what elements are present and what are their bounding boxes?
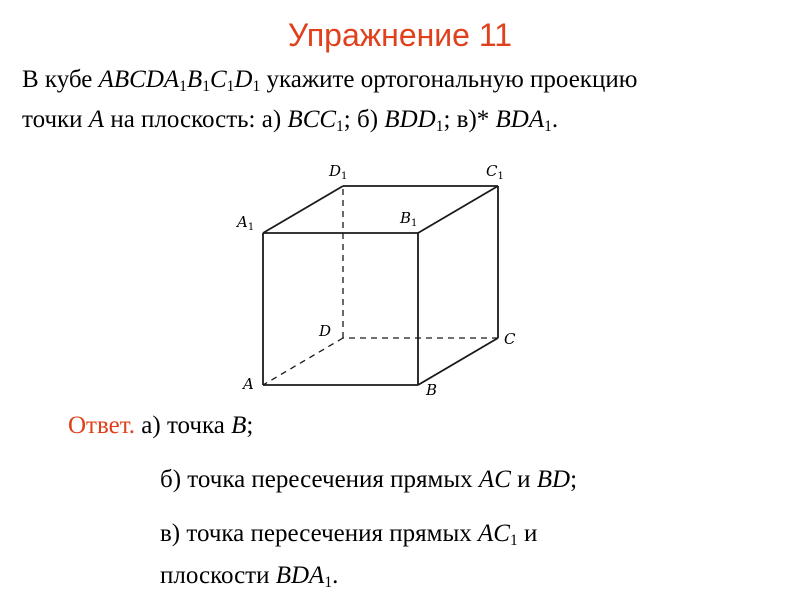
answer-c-continued: плоскости BDA1. [160,562,339,591]
vertex-label-b: B [425,381,437,399]
point-a: A [88,106,105,133]
problem-line-1: В кубе ABCDA1B1C1D1 укажите ортогональну… [22,64,637,96]
answer-a: Ответ. а) точка B; [68,412,254,439]
answer-c: в) точка пересечения прямых AC1 и [160,520,538,549]
vertex-label-b1: B1 [399,209,417,229]
vertex-label-c: C [504,330,516,348]
plane-a: BCC1 [287,106,344,135]
text: укажите ортогональную проекцию [260,66,638,93]
exercise-title: Упражнение 11 [287,17,513,53]
problem-line-2: точки A на плоскость: а) BCC1; б) BDD1; … [22,106,559,135]
cube-name: ABCDA1B1C1D1 [98,66,261,95]
answer-label: Ответ. [68,412,136,439]
vertex-label-c1: C1 [486,162,504,182]
vertex-label-d1: D1 [328,162,347,182]
vertex-label-a1: A1 [235,213,254,233]
vertex-label-d: D [318,322,331,340]
edge-b1c1 [417,185,499,234]
edge-d1a1 [262,185,344,234]
plane-c: BDA1 [495,106,552,135]
edge-da [262,337,344,386]
edge-bc [417,337,499,386]
text: В кубе [22,66,99,93]
plane-b: BDD1 [384,106,444,135]
vertex-label-a: A [241,375,254,393]
answer-b: б) точка пересечения прямых AC и BD; [160,466,578,493]
